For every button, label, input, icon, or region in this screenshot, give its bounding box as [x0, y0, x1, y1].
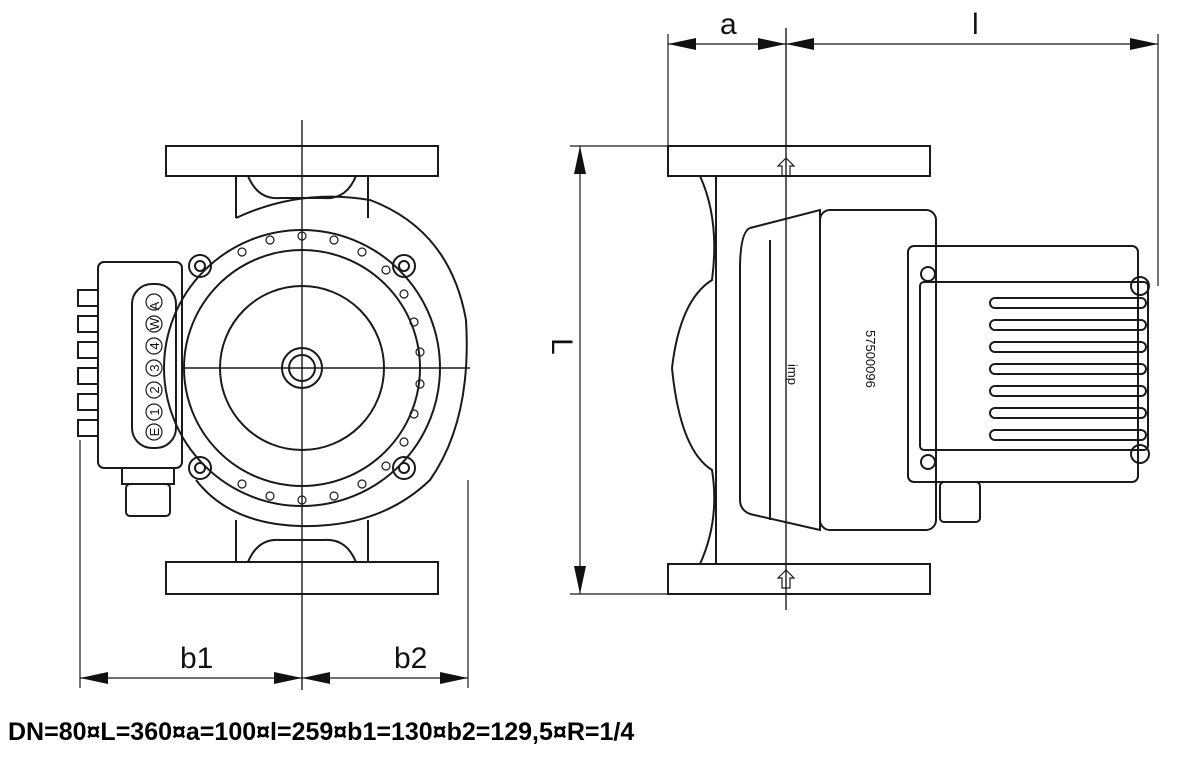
panel-glyph-2: 2 — [147, 386, 162, 393]
dim-b2-label: b2 — [394, 642, 427, 675]
front-view: A W 4 3 2 1 E b1 b2 — [77, 120, 470, 690]
side-view: imp 57500096 a l L — [545, 8, 1159, 610]
panel-glyph-e: E — [147, 427, 162, 436]
panel-glyph-1: 1 — [147, 408, 162, 415]
dim-b1-label: b1 — [180, 642, 213, 675]
specification-line: DN=80¤L=360¤a=100¤l=259¤b1=130¤b2=129,5¤… — [8, 718, 635, 746]
dim-L-label: L — [545, 338, 578, 355]
panel-glyph-3: 3 — [147, 364, 162, 371]
dim-a-label: a — [720, 8, 737, 41]
panel-glyph-a: A — [147, 301, 162, 310]
dim-l-label: l — [972, 8, 979, 41]
brand-mark: imp — [785, 364, 800, 385]
serial-number: 57500096 — [863, 330, 878, 388]
panel-glyph-4: 4 — [147, 342, 162, 349]
panel-glyph-w: W — [147, 317, 162, 330]
